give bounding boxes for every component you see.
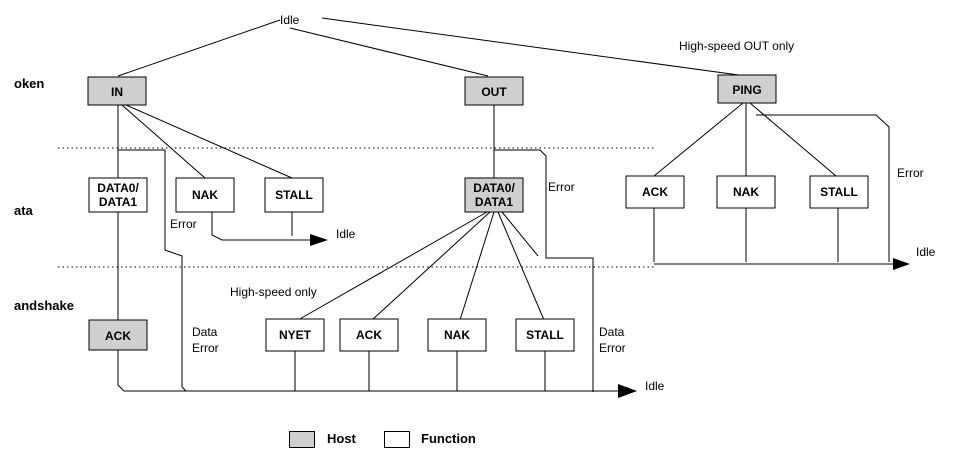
out-stall-label: STALL: [526, 328, 564, 342]
out-data-to-nyet-line: [297, 211, 488, 321]
out-ack-box: [339, 318, 399, 352]
out-data-error-line2: Error: [599, 341, 626, 355]
in-stall-box: [264, 177, 324, 213]
out-data-error-line1: Data: [599, 325, 625, 339]
out-token-label: OUT: [481, 85, 507, 99]
idle-to-out-line: [289, 27, 489, 77]
idle-to-ping-line: [321, 17, 747, 77]
out-data-label-line2: DATA1: [475, 195, 514, 209]
ping-idle-label: Idle: [916, 245, 936, 259]
in-to-stall-line: [125, 104, 293, 179]
out-data-label-line1: DATA0/: [473, 181, 515, 195]
idle-label-top: Idle: [280, 13, 300, 27]
out-error-label: Error: [548, 180, 575, 194]
ping-error-label: Error: [897, 166, 924, 180]
ping-token-label: PING: [732, 83, 761, 97]
out-data-box: [464, 177, 524, 213]
in-error-path: [118, 149, 183, 387]
in-data-error-line2: Error: [192, 341, 219, 355]
bottom-idle-label: Idle: [645, 379, 665, 393]
out-error-path: [494, 149, 594, 392]
in-error-label: Error: [170, 217, 197, 231]
out-data-to-ack-line: [371, 211, 491, 321]
ping-to-ack-line: [653, 102, 744, 177]
in-data-error-to-idle: [181, 386, 187, 392]
phase-label-handshake: andshake: [14, 298, 74, 313]
in-idle-label: Idle: [336, 227, 356, 241]
nyet-label: NYET: [279, 328, 312, 342]
ping-stall-box: [809, 175, 869, 209]
phase-label-token: oken: [14, 76, 44, 91]
ping-ack-label: ACK: [642, 185, 668, 199]
ping-ack-box: [625, 175, 685, 209]
phase-label-data: ata: [14, 203, 34, 218]
legend-host-swatch: [289, 431, 315, 448]
idle-to-in-line: [117, 19, 281, 77]
out-data-to-stall-line: [497, 211, 545, 321]
in-data-error-line1: Data: [192, 325, 218, 339]
legend-function-swatch: [384, 431, 410, 448]
in-nak-box: [175, 177, 235, 213]
in-data-label-line2: DATA1: [99, 195, 138, 209]
in-ack-label: ACK: [105, 329, 131, 343]
in-data-label-line1: DATA0/: [97, 181, 139, 195]
in-to-nak-line: [121, 104, 206, 179]
ping-error-path: [756, 114, 890, 262]
ping-token-box: [717, 74, 777, 104]
bottom-idle-arrowhead: [618, 384, 637, 398]
hs-only-note: High-speed only: [230, 285, 317, 299]
ping-stall-label: STALL: [820, 185, 858, 199]
out-data-to-nak-line: [459, 211, 495, 321]
in-token-box: [87, 76, 147, 106]
in-nak-to-idle-line: [211, 212, 318, 241]
in-idle-arrowhead: [310, 234, 328, 246]
out-ack-label: ACK: [356, 328, 382, 342]
in-ack-to-idle-line: [117, 350, 125, 392]
out-token-box: [464, 76, 524, 106]
legend-function-label: Function: [421, 431, 476, 446]
legend-host-label: Host: [327, 431, 356, 446]
in-nak-label: NAK: [192, 188, 218, 202]
in-stall-label: STALL: [275, 188, 313, 202]
hs-out-only-note: High-speed OUT only: [679, 39, 794, 53]
ping-idle-arrowhead: [893, 258, 910, 270]
out-data-error-path: [501, 211, 539, 257]
ping-to-stall-line: [749, 102, 837, 177]
in-token-label: IN: [111, 85, 123, 99]
out-stall-box: [515, 318, 575, 352]
nyet-box: [265, 318, 325, 352]
ping-nak-label: NAK: [733, 185, 759, 199]
out-nak-box: [427, 318, 487, 352]
out-nak-label: NAK: [444, 328, 470, 342]
